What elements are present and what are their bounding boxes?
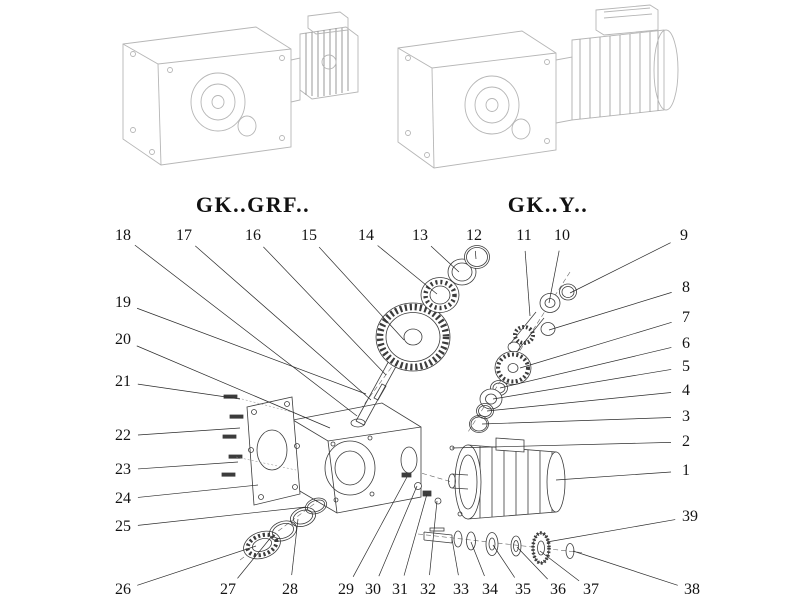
leader-line-28 xyxy=(291,518,299,576)
variant-title-y: GK..Y.. xyxy=(507,192,589,217)
callout-12: 12 xyxy=(466,227,482,244)
leader-line-15 xyxy=(318,246,405,341)
callout-28: 28 xyxy=(282,581,298,598)
leader-line-22 xyxy=(137,427,241,436)
callout-37: 37 xyxy=(583,581,599,598)
leader-line-4 xyxy=(486,392,672,412)
intermediate-gear-set xyxy=(469,351,532,433)
callout-11: 11 xyxy=(516,227,532,244)
leader-line-25 xyxy=(137,506,307,526)
mounting-flange-plate xyxy=(246,396,301,506)
leader-line-39 xyxy=(546,519,676,543)
callout-2: 2 xyxy=(682,433,690,450)
callout-24: 24 xyxy=(115,490,131,507)
callout-3: 3 xyxy=(682,408,690,425)
leader-line-26 xyxy=(137,545,257,586)
leader-line-16 xyxy=(263,246,387,376)
leader-line-27 xyxy=(237,535,273,579)
callout-31: 31 xyxy=(392,581,408,598)
callout-9: 9 xyxy=(680,227,688,244)
callout-8: 8 xyxy=(682,279,690,296)
grf-assembled-drawing xyxy=(122,11,359,166)
leader-line-23 xyxy=(137,461,239,470)
leader-line-11 xyxy=(524,250,531,317)
gear-housing xyxy=(292,402,422,514)
callout-20: 20 xyxy=(115,331,131,348)
callout-16: 16 xyxy=(245,227,261,244)
leader-line-6 xyxy=(499,347,672,389)
callout-7: 7 xyxy=(682,309,690,326)
callout-5: 5 xyxy=(682,358,690,375)
callout-10: 10 xyxy=(554,227,570,244)
flange-studs xyxy=(221,394,297,477)
leader-line-8 xyxy=(548,292,672,331)
leader-line-7 xyxy=(519,321,672,369)
callout-26: 26 xyxy=(115,581,131,598)
exploded-view xyxy=(221,245,577,565)
callout-35: 35 xyxy=(515,581,531,598)
variant-title-grf: GK..GRF.. xyxy=(195,192,311,217)
leader-line-5 xyxy=(492,369,672,400)
leader-line-32 xyxy=(429,500,438,576)
callout-34: 34 xyxy=(482,581,498,598)
y-assembled-drawing xyxy=(397,4,679,169)
leader-line-10 xyxy=(548,250,560,304)
callout-21: 21 xyxy=(115,373,131,390)
callout-32: 32 xyxy=(420,581,436,598)
callout-1: 1 xyxy=(682,462,690,479)
callout-6: 6 xyxy=(682,335,690,352)
callout-18: 18 xyxy=(115,227,131,244)
leader-line-2 xyxy=(451,442,672,449)
leader-line-1 xyxy=(555,471,672,481)
callout-22: 22 xyxy=(115,427,131,444)
leader-line-3 xyxy=(481,417,672,425)
callout-19: 19 xyxy=(115,294,131,311)
callout-33: 33 xyxy=(453,581,469,598)
leader-line-17 xyxy=(195,245,372,401)
leader-line-13 xyxy=(430,245,460,273)
callout-14: 14 xyxy=(358,227,374,244)
callout-23: 23 xyxy=(115,461,131,478)
leader-line-20 xyxy=(136,345,331,429)
callout-13: 13 xyxy=(412,227,428,244)
leader-line-24 xyxy=(137,484,259,498)
leader-line-18 xyxy=(134,244,358,417)
leader-line-30 xyxy=(378,485,418,577)
callout-38: 38 xyxy=(684,581,700,598)
upper-bearing-rings xyxy=(420,245,490,313)
leader-line-36 xyxy=(516,546,548,580)
callout-30: 30 xyxy=(365,581,381,598)
callout-15: 15 xyxy=(301,227,317,244)
input-pinion-set xyxy=(507,283,577,353)
leader-line-21 xyxy=(137,383,241,400)
callout-27: 27 xyxy=(220,581,236,598)
leader-line-12 xyxy=(474,250,477,260)
leader-line-38 xyxy=(572,550,678,586)
electric-motor xyxy=(448,437,566,520)
output-shaft-set xyxy=(423,527,575,565)
leader-line-9 xyxy=(569,242,671,294)
callout-36: 36 xyxy=(550,581,566,598)
leader-line-14 xyxy=(377,245,438,295)
leader-line-31 xyxy=(403,493,428,576)
leader-line-37 xyxy=(539,550,580,582)
lower-bearing-set xyxy=(243,497,328,560)
leader-lines xyxy=(134,242,678,586)
callout-17: 17 xyxy=(176,227,192,244)
callout-4: 4 xyxy=(682,382,690,399)
callout-25: 25 xyxy=(115,518,131,535)
main-bevel-gear-shaft xyxy=(355,302,451,426)
callout-39: 39 xyxy=(682,508,698,525)
leader-line-29 xyxy=(352,476,408,577)
callout-29: 29 xyxy=(338,581,354,598)
leader-line-34 xyxy=(470,541,485,577)
leader-line-33 xyxy=(451,538,459,576)
leader-line-35 xyxy=(492,544,515,578)
leader-line-19 xyxy=(136,307,367,395)
